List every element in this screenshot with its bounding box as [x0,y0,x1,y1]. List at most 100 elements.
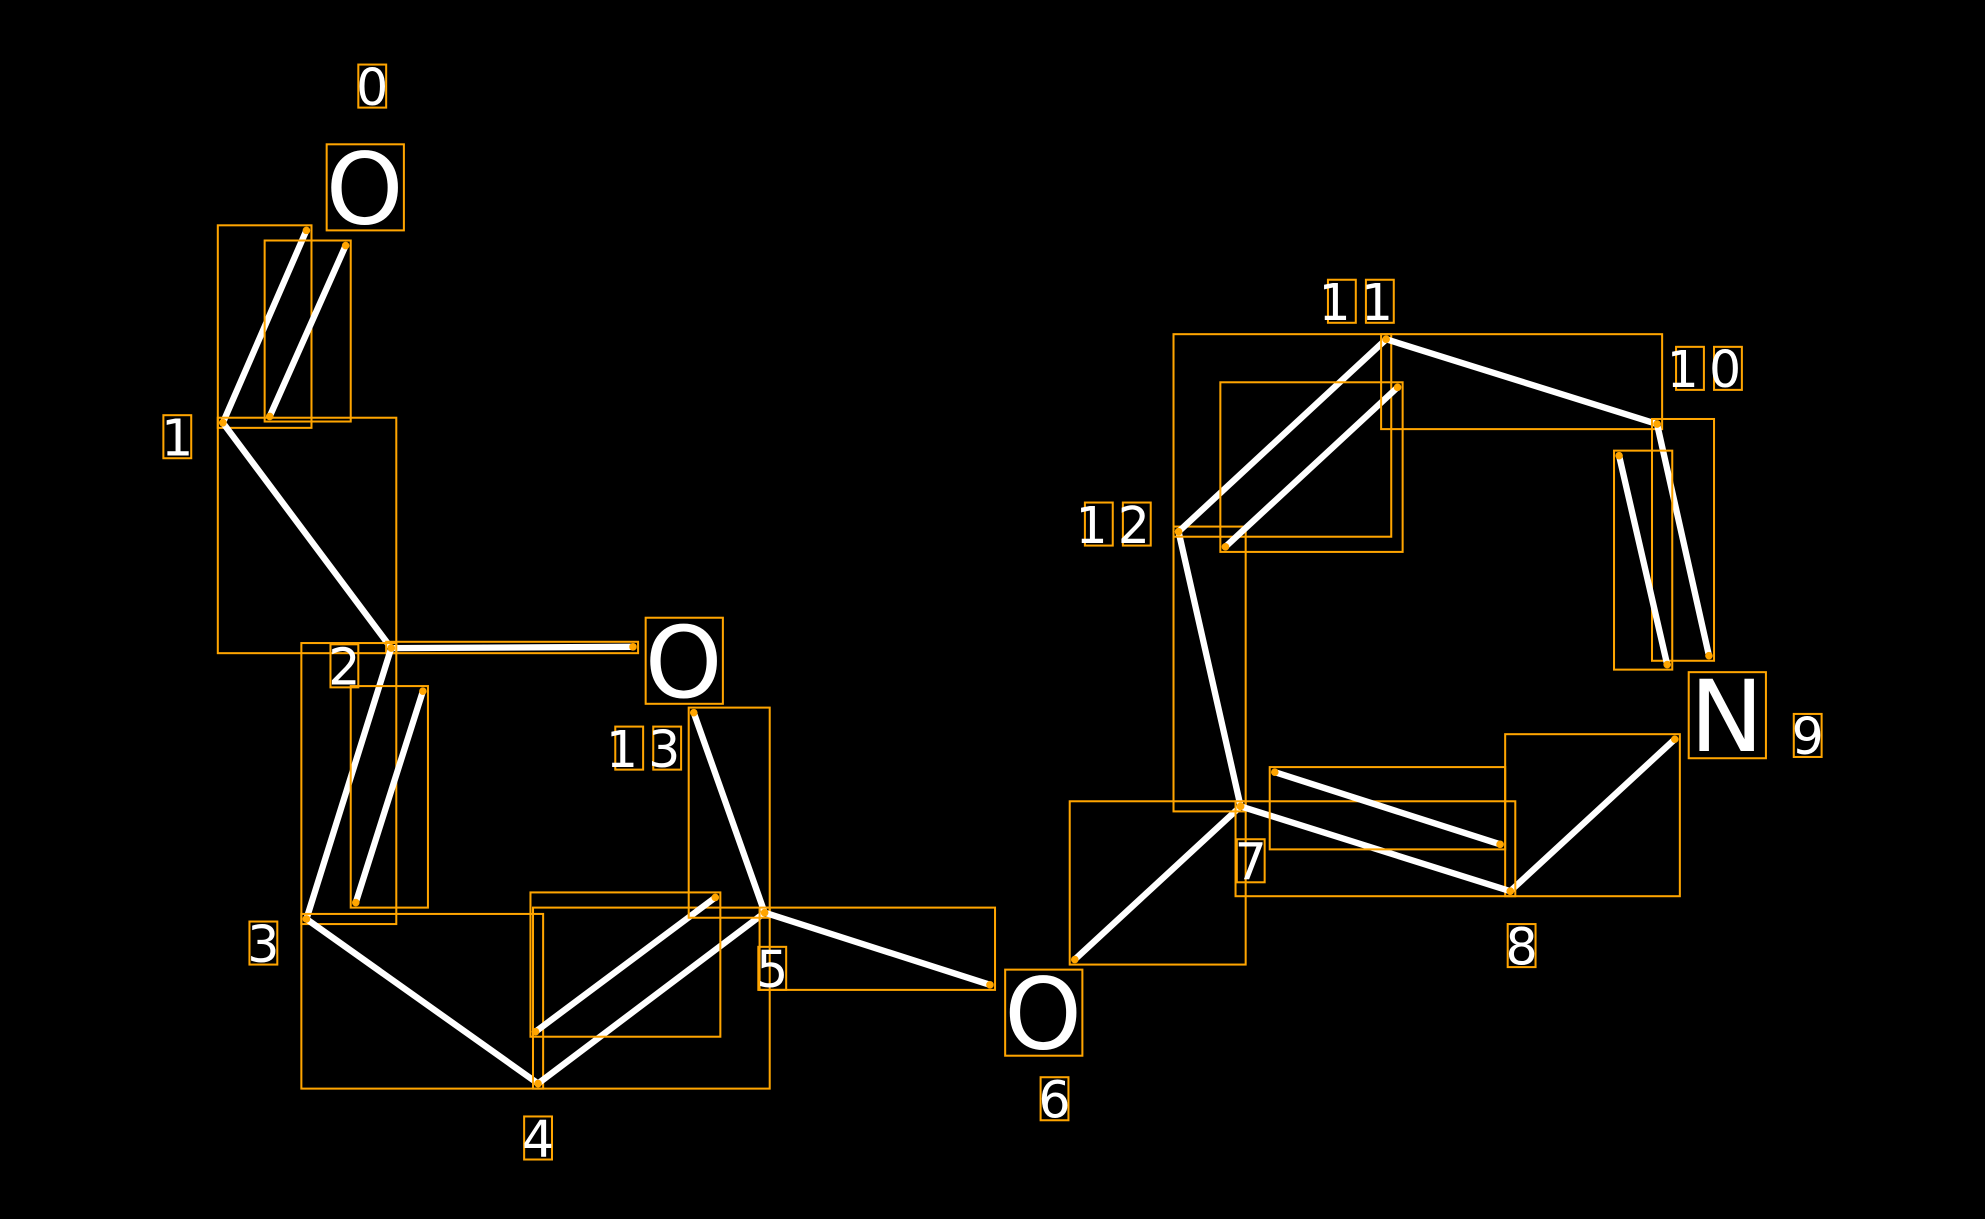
index-char-box [1235,838,1266,884]
atom-index-label: 6 [1038,1071,1070,1130]
bond-endpoint [1382,335,1390,344]
bond-endpoint [531,1027,540,1036]
bond-line [1071,803,1244,963]
index-char-box [1083,501,1114,547]
bond-5-13 [687,706,771,919]
bond-endpoint [219,418,227,427]
bond-endpoint [711,893,720,902]
bonds-layer [216,224,1716,1090]
bond-line [1175,336,1390,535]
bond-line [303,644,395,923]
atom-index-label: 12 [1075,496,1160,555]
atom-symbol: O [1004,958,1082,1073]
bond-1-2 [216,416,398,655]
bond-bounding-box [349,685,429,909]
bond-endpoint [302,226,311,235]
index-char-box [523,1115,554,1161]
atom-index-label: 10 [1667,340,1752,399]
bond-endpoint [351,898,360,907]
bond-endpoint [760,908,769,917]
bond-bounding-box [758,906,997,991]
atom-12: 12 [1075,496,1160,555]
bond-bounding-box [1172,333,1393,538]
index-char-box [1675,345,1705,391]
index-char-box [614,725,645,771]
index-char-box [1039,1076,1070,1122]
bond-endpoint [1506,887,1515,895]
index-char-box [1713,345,1743,391]
bond-bounding-box [385,640,640,655]
atom-index-label: 13 [606,720,691,779]
atom-3: 3 [247,915,279,974]
bond-endpoint [1705,651,1713,660]
bond-endpoint [1174,527,1183,536]
bond-secondary-line [1615,452,1671,668]
bond-endpoint [1236,802,1245,811]
bond-5-6 [758,906,997,991]
bond-12-11 [1172,333,1404,553]
bond-bounding-box [529,891,722,1038]
atom-symbol-box [1004,968,1084,1057]
atom-5: 5 [756,940,788,999]
atom-symbol-box [1687,671,1767,760]
bond-11-10 [1380,333,1664,431]
bond-endpoint [986,981,994,989]
bond-9-8 [1504,733,1681,898]
bond-line [219,419,395,652]
atom-0: O0 [325,58,405,247]
bond-secondary-line [352,687,427,906]
index-char-box [248,920,279,966]
atom-11: 11 [1319,273,1404,332]
atom-index-label: 7 [1235,833,1267,892]
bond-6-7 [1068,800,1247,966]
atom-7: 7 [1235,833,1267,892]
bond-line [303,915,542,1087]
atom-index-label: 11 [1319,273,1404,332]
atom-symbol: O [326,132,404,247]
bond-line [1175,528,1244,810]
bond-endpoint [689,708,698,717]
bond-bounding-box [1219,381,1404,553]
bond-line [1383,336,1661,428]
bond-endpoint [387,644,396,652]
index-char-box [1506,923,1537,969]
atom-index-label: 5 [756,940,788,999]
bond-endpoint [1496,840,1504,849]
index-char-box [1326,278,1357,324]
bond-bounding-box [1172,525,1247,813]
atom-symbol: O [645,606,723,721]
atom-6: O6 [1004,958,1084,1130]
bond-7-12 [1172,525,1247,813]
index-char-box [1121,501,1152,547]
bond-3-4 [300,912,545,1090]
bond-endpoint [1653,420,1661,428]
atom-index-label: 1 [161,408,193,467]
bond-secondary-line [1222,384,1401,551]
bond-endpoint [1221,543,1230,551]
bond-line [534,909,768,1087]
atom-index-label: 3 [247,915,279,974]
index-char-box [1792,712,1823,758]
atom-index-label: 8 [1506,917,1538,976]
bond-2-3 [300,642,429,926]
atom-symbol-box [644,616,724,705]
bond-bounding-box [300,912,545,1090]
atom-index-label: 0 [356,58,388,117]
atom-2: 2 [328,638,360,697]
atom-8: 8 [1506,917,1538,976]
index-char-box [329,643,360,689]
index-char-box [162,414,193,460]
bond-line [1653,420,1713,659]
bond-endpoint [302,915,311,923]
index-char-box [357,63,388,109]
bond-4-5 [529,891,771,1090]
bond-endpoint [1670,735,1679,744]
bond-endpoint [1070,955,1079,964]
bond-2-13 [385,640,640,655]
bond-endpoint [419,687,427,695]
atom-index-label: 2 [328,638,360,697]
bond-endpoint [1393,383,1402,392]
index-char-box [757,945,788,991]
